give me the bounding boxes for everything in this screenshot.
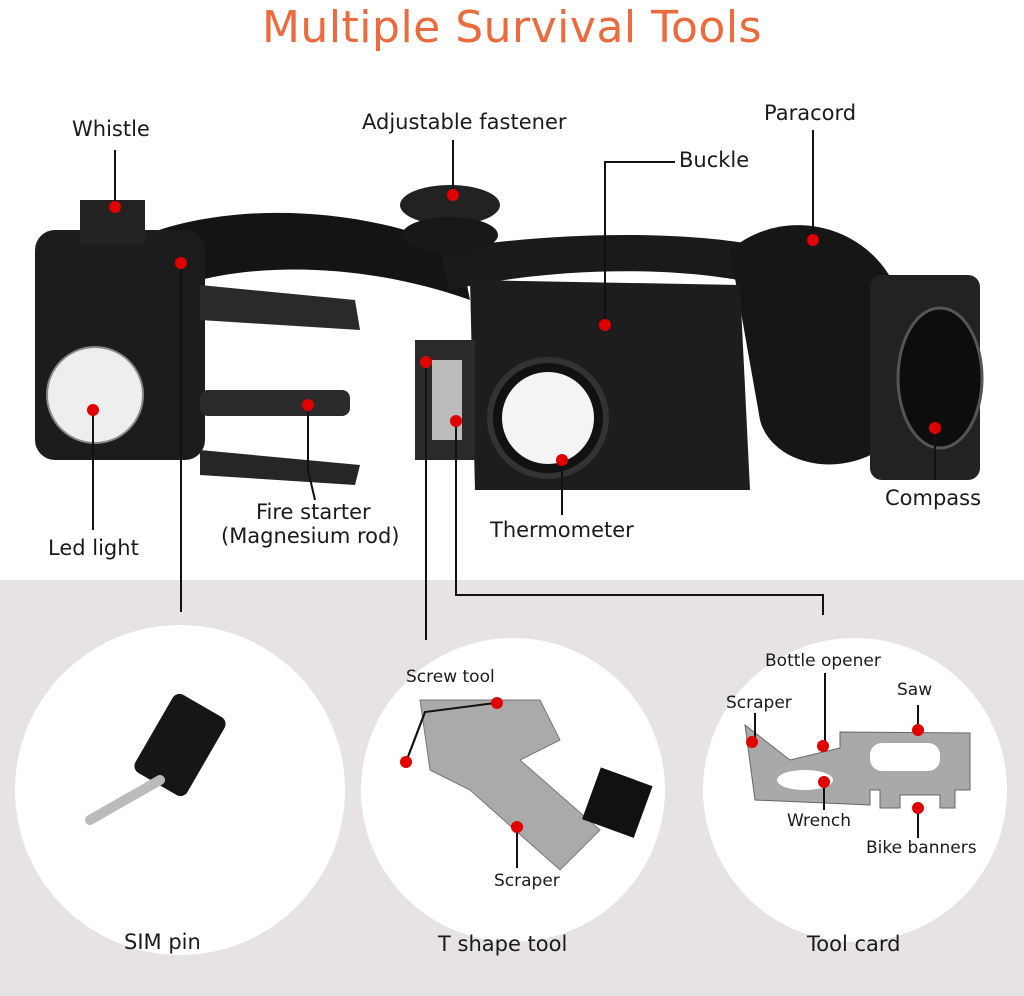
label-wrench: Wrench (787, 811, 852, 831)
label-paracord: Paracord (764, 101, 857, 125)
page-title: Multiple Survival Tools (261, 2, 763, 53)
label-fire-starter: Fire starter (256, 500, 371, 524)
caption-t-shape-tool: T shape tool (438, 932, 568, 956)
label-adjustable-fastener: Adjustable fastener (362, 110, 567, 134)
label-fire-starter-sub: (Magnesium rod) (221, 524, 400, 548)
leader-lines (92, 130, 936, 868)
label-bottle-opener: Bottle opener (765, 651, 881, 671)
label-whistle: Whistle (72, 117, 150, 141)
caption-sim-pin: SIM pin (124, 930, 201, 954)
label-thermometer: Thermometer (490, 518, 634, 542)
red-markers (87, 189, 941, 833)
label-compass: Compass (885, 486, 982, 510)
t-shape-tool-image (419, 699, 653, 871)
label-screw-tool: Screw tool (406, 667, 495, 687)
label-t-scraper: Scraper (494, 871, 560, 891)
label-bike-banners: Bike banners (866, 838, 977, 858)
caption-tool-card: Tool card (807, 932, 901, 956)
bracelet-image (35, 185, 984, 490)
label-buckle: Buckle (679, 148, 750, 172)
label-card-scraper: Scraper (726, 693, 792, 713)
label-saw: Saw (897, 680, 933, 700)
sim-pin-image (85, 693, 226, 825)
label-led-light: Led light (48, 536, 139, 560)
